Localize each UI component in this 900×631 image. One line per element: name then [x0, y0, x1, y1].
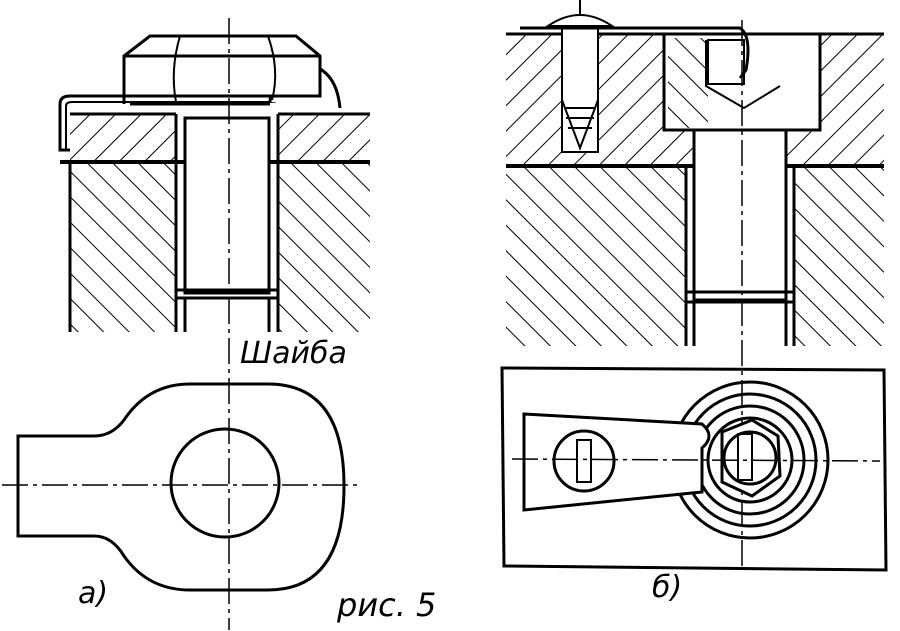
stud-shaft-b: [692, 128, 788, 302]
locking-tab: [522, 412, 711, 512]
washer-plan: [16, 382, 346, 592]
washer-hole: [169, 427, 281, 539]
view-b-section: [506, 0, 884, 346]
top-plate-left: [70, 114, 176, 162]
washer-outline: [16, 382, 346, 592]
stud-shaft: [183, 116, 271, 295]
washer-label: Шайба: [240, 336, 347, 371]
washer-tab: [58, 94, 276, 152]
view-a-label: а): [78, 576, 109, 611]
base-body-right: [278, 162, 370, 332]
top-plate-right: [278, 114, 370, 162]
view-a-section: [58, 34, 370, 332]
screw-head: [544, 14, 616, 27]
plan-screw-head: [552, 429, 616, 493]
screw-hole: [561, 27, 599, 153]
center-line-b-horizontal: [511, 458, 881, 462]
figure-caption: рис. 5: [337, 586, 437, 624]
bolt-head: [668, 38, 708, 128]
lower-body-right: [794, 166, 884, 346]
bolt-head-socket: [707, 39, 745, 85]
locking-plate: [520, 26, 750, 79]
hex-nut: [122, 34, 322, 104]
plan-frame: [500, 366, 888, 572]
upper-plate-right: [820, 34, 884, 166]
lower-body-left: [506, 166, 686, 346]
base-body-left: [70, 162, 176, 332]
view-b-label: б): [652, 570, 683, 605]
view-b-plan: [500, 366, 888, 572]
